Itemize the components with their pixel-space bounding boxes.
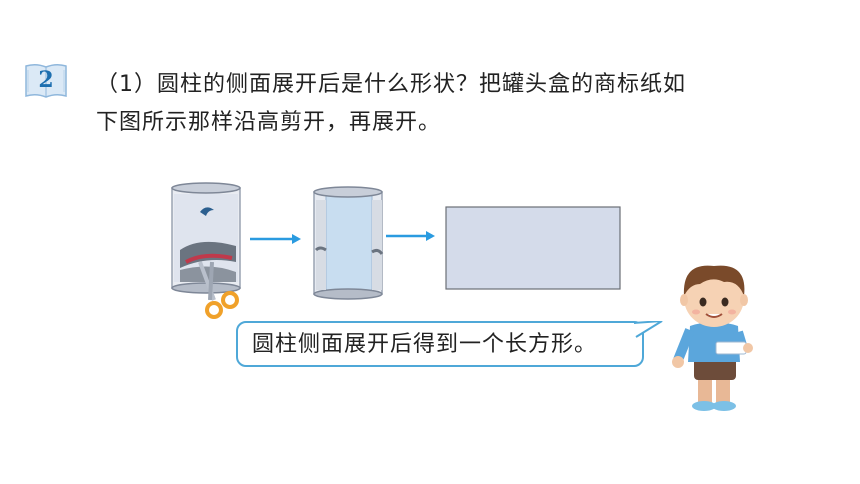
problem-number-badge: 2 bbox=[24, 62, 68, 98]
question-line-2: 下图所示那样沿高剪开，再展开。 bbox=[96, 110, 442, 135]
scissors-icon bbox=[198, 261, 239, 319]
can-with-label-icon bbox=[171, 182, 241, 294]
speech-bubble-text: 圆柱侧面展开后得到一个长方形。 bbox=[252, 332, 598, 357]
question-line-1: （1）圆柱的侧面展开后是什么形状？把罐头盒的商标纸如 bbox=[96, 72, 686, 97]
right-arrow-icon bbox=[386, 231, 435, 241]
speech-bubble-tail-icon bbox=[634, 321, 663, 339]
speech-bubble: 圆柱侧面展开后得到一个长方形。 bbox=[236, 321, 663, 367]
can-label-cut-icon bbox=[313, 186, 384, 300]
right-arrow-icon bbox=[250, 234, 301, 244]
boy-character-icon bbox=[672, 265, 753, 411]
problem-number: 2 bbox=[38, 67, 54, 93]
book-number-badge-icon bbox=[25, 63, 67, 98]
unrolled-rectangle-icon bbox=[445, 206, 621, 290]
question-text: （1）圆柱的侧面展开后是什么形状？把罐头盒的商标纸如 下图所示那样沿高剪开，再展… bbox=[96, 66, 796, 142]
